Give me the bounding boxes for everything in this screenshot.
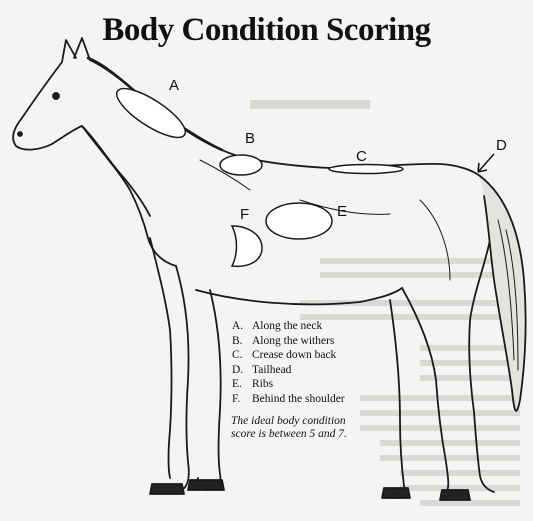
legend-item-f: F. Behind the shoulder <box>232 392 432 407</box>
label-f: F <box>240 206 249 223</box>
legend-text: Ribs <box>252 377 273 392</box>
hoof-hind-far <box>440 490 470 500</box>
legend-key: B. <box>232 334 252 349</box>
legend-key: D. <box>232 363 252 378</box>
label-b: B <box>245 130 255 147</box>
legend-text: Behind the shoulder <box>252 392 345 407</box>
label-d: D <box>496 137 507 154</box>
legend-key: A. <box>232 319 252 334</box>
zone-e-ribs <box>266 203 332 239</box>
legend-text: Tailhead <box>252 363 291 378</box>
hoof-front-near <box>150 484 184 494</box>
eye <box>53 93 59 99</box>
tail <box>480 176 526 411</box>
label-c: C <box>356 148 367 165</box>
front-leg-far <box>197 290 220 490</box>
legend-item-c: C. Crease down back <box>232 348 432 363</box>
label-a: A <box>169 77 179 94</box>
zone-b-withers <box>220 155 262 175</box>
note-line: The ideal body condition <box>231 415 411 428</box>
ideal-score-note: The ideal body condition score is betwee… <box>231 415 411 441</box>
front-leg-back-line <box>150 238 172 478</box>
legend-key: F. <box>232 392 252 407</box>
legend-item-b: B. Along the withers <box>232 334 432 349</box>
hoof-front-far <box>188 480 224 490</box>
legend-text: Crease down back <box>252 348 336 363</box>
right-ear <box>74 38 90 60</box>
belly-line <box>196 288 402 304</box>
tailhead-arrow <box>478 154 494 172</box>
legend-item-d: D. Tailhead <box>232 363 432 378</box>
hoof-hind-near <box>382 488 410 498</box>
legend-key: C. <box>232 348 252 363</box>
label-e: E <box>337 203 347 220</box>
nostril <box>18 132 22 136</box>
zone-f-shoulder <box>232 226 262 266</box>
zone-legend: A. Along the neck B. Along the withers C… <box>232 319 432 406</box>
zone-a-neck <box>110 80 191 145</box>
legend-item-e: E. Ribs <box>232 377 432 392</box>
horse-outline-front <box>82 126 176 266</box>
legend-key: E. <box>232 377 252 392</box>
shading-stroke-3 <box>420 200 450 280</box>
legend-text: Along the neck <box>252 319 322 334</box>
zone-c-crease <box>329 165 403 174</box>
legend-item-a: A. Along the neck <box>232 319 432 334</box>
note-line: score is between 5 and 7. <box>231 428 411 441</box>
legend-text: Along the withers <box>252 334 334 349</box>
